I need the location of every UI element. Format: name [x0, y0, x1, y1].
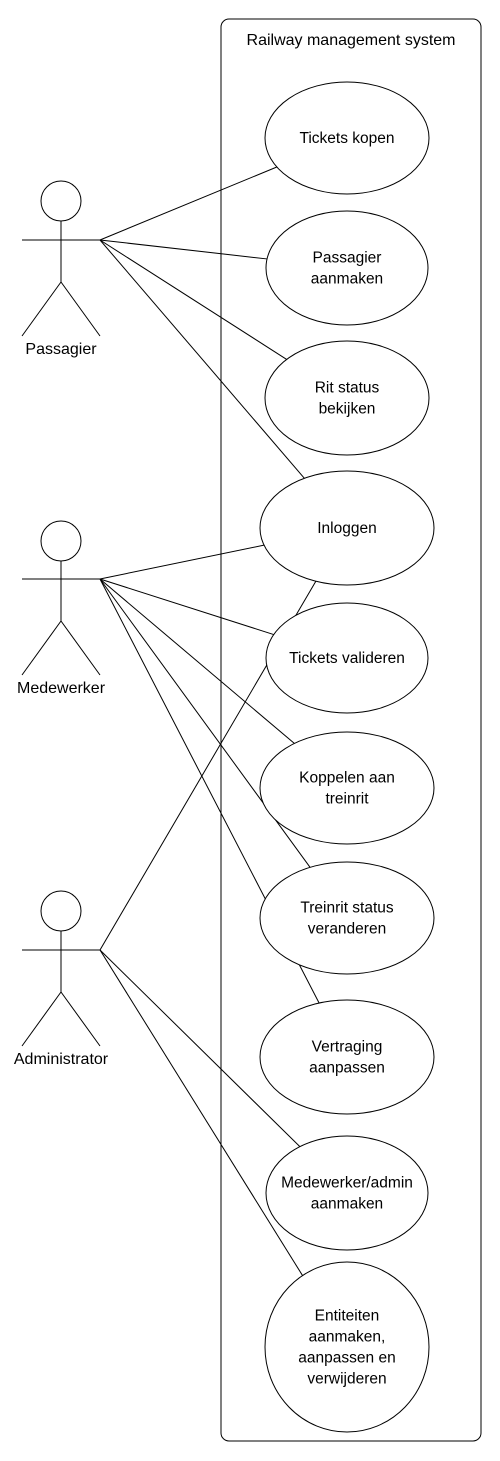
actor-right-leg: [60, 281, 101, 337]
use-case-label: Inloggen: [317, 520, 376, 537]
use-case-label: bekijken: [319, 401, 376, 418]
system-boundary-box: [220, 18, 482, 1442]
use-case-ellipse: [259, 731, 435, 845]
use-case-label: Tickets valideren: [289, 650, 405, 667]
association-line-passagier-passagier-aanmaken: [99, 239, 268, 260]
use-case-tickets-valideren: Tickets valideren: [265, 602, 429, 714]
actor-administrator: Administrator: [14, 890, 109, 1068]
use-case-label: treinrit: [325, 791, 369, 808]
use-case-label: aanpassen: [309, 1060, 385, 1077]
actor-left-leg: [21, 991, 62, 1047]
actor-right-leg: [60, 620, 101, 676]
association-line-passagier-rit-status-bekijken: [99, 239, 287, 360]
actor-passagier: Passagier: [21, 180, 101, 358]
use-case-ellipse: [265, 602, 429, 714]
association-line-medewerker-koppelen-aan-treinrit: [99, 578, 295, 744]
actor-left-leg: [21, 620, 62, 676]
use-case-passagier-aanmaken: Passagier aanmaken: [265, 210, 429, 326]
use-case-label: Koppelen aan: [299, 770, 395, 787]
use-case-label: Entiteiten: [315, 1308, 380, 1325]
use-case-label: Treinrit status: [300, 900, 394, 917]
association-line-medewerker-inloggen: [99, 544, 265, 580]
use-case-label: aanpassen en: [298, 1350, 395, 1367]
association-lines: [99, 166, 320, 1276]
system-title: Railway management system: [247, 32, 456, 49]
use-case-ellipse: [265, 210, 429, 326]
use-case-ellipse: [265, 1135, 429, 1251]
use-case-label: Vertraging: [312, 1039, 383, 1056]
association-line-administrator-entiteiten-beheren: [99, 949, 303, 1276]
actor-medewerker: Medewerker: [17, 520, 106, 697]
use-case-label: Tickets kopen: [299, 130, 394, 147]
actor-label: Passagier: [25, 341, 97, 358]
use-case-label: aanmaken: [311, 271, 383, 288]
actor-head: [40, 180, 82, 222]
use-case-entiteiten-beheren: Entiteiten aanmaken, aanpassen en verwijder…: [264, 1261, 430, 1433]
use-case-vertraging-aanpassen: Vertraging aanpassen: [259, 999, 435, 1115]
association-line-medewerker-tickets-valideren: [99, 578, 274, 636]
use-case-ellipse: [264, 81, 430, 195]
association-line-passagier-inloggen: [99, 239, 305, 479]
actor-head: [40, 890, 82, 932]
system-boundary: Railway management system: [220, 18, 482, 1442]
use-case-label: Passagier: [313, 250, 382, 267]
actor-left-leg: [21, 281, 62, 337]
use-case-ellipse: [259, 470, 435, 586]
use-case-ellipse: [264, 1261, 430, 1433]
use-case-ellipse: [259, 999, 435, 1115]
use-case-tickets-kopen: Tickets kopen: [264, 81, 430, 195]
use-case-inloggen: Inloggen: [259, 470, 435, 586]
use-case-label: Medewerker/admin: [281, 1175, 413, 1192]
association-line-administrator-medewerker-admin-aanmaken: [99, 949, 301, 1147]
use-case-koppelen-aan-treinrit: Koppelen aan treinrit: [259, 731, 435, 845]
actor-right-leg: [60, 991, 101, 1047]
use-case-ellipse: [264, 340, 430, 456]
use-case-label: verwijderen: [307, 1371, 386, 1388]
use-case-treinrit-status-veranderen: Treinrit status veranderen: [259, 861, 435, 975]
actor-head: [40, 520, 82, 562]
association-line-medewerker-treinrit-status-veranderen: [99, 578, 311, 868]
use-case-label: Rit status: [315, 380, 380, 397]
use-case-rit-status-bekijken: Rit status bekijken: [264, 340, 430, 456]
actor-label: Administrator: [14, 1051, 109, 1068]
use-case-label: veranderen: [308, 921, 386, 938]
association-line-passagier-tickets-kopen: [99, 166, 278, 241]
actor-label: Medewerker: [17, 680, 106, 697]
use-case-label: aanmaken,: [309, 1329, 386, 1346]
use-case-ellipse: [259, 861, 435, 975]
use-case-medewerker-admin-aanmaken: Medewerker/admin aanmaken: [265, 1135, 429, 1251]
use-case-label: aanmaken: [311, 1196, 383, 1213]
